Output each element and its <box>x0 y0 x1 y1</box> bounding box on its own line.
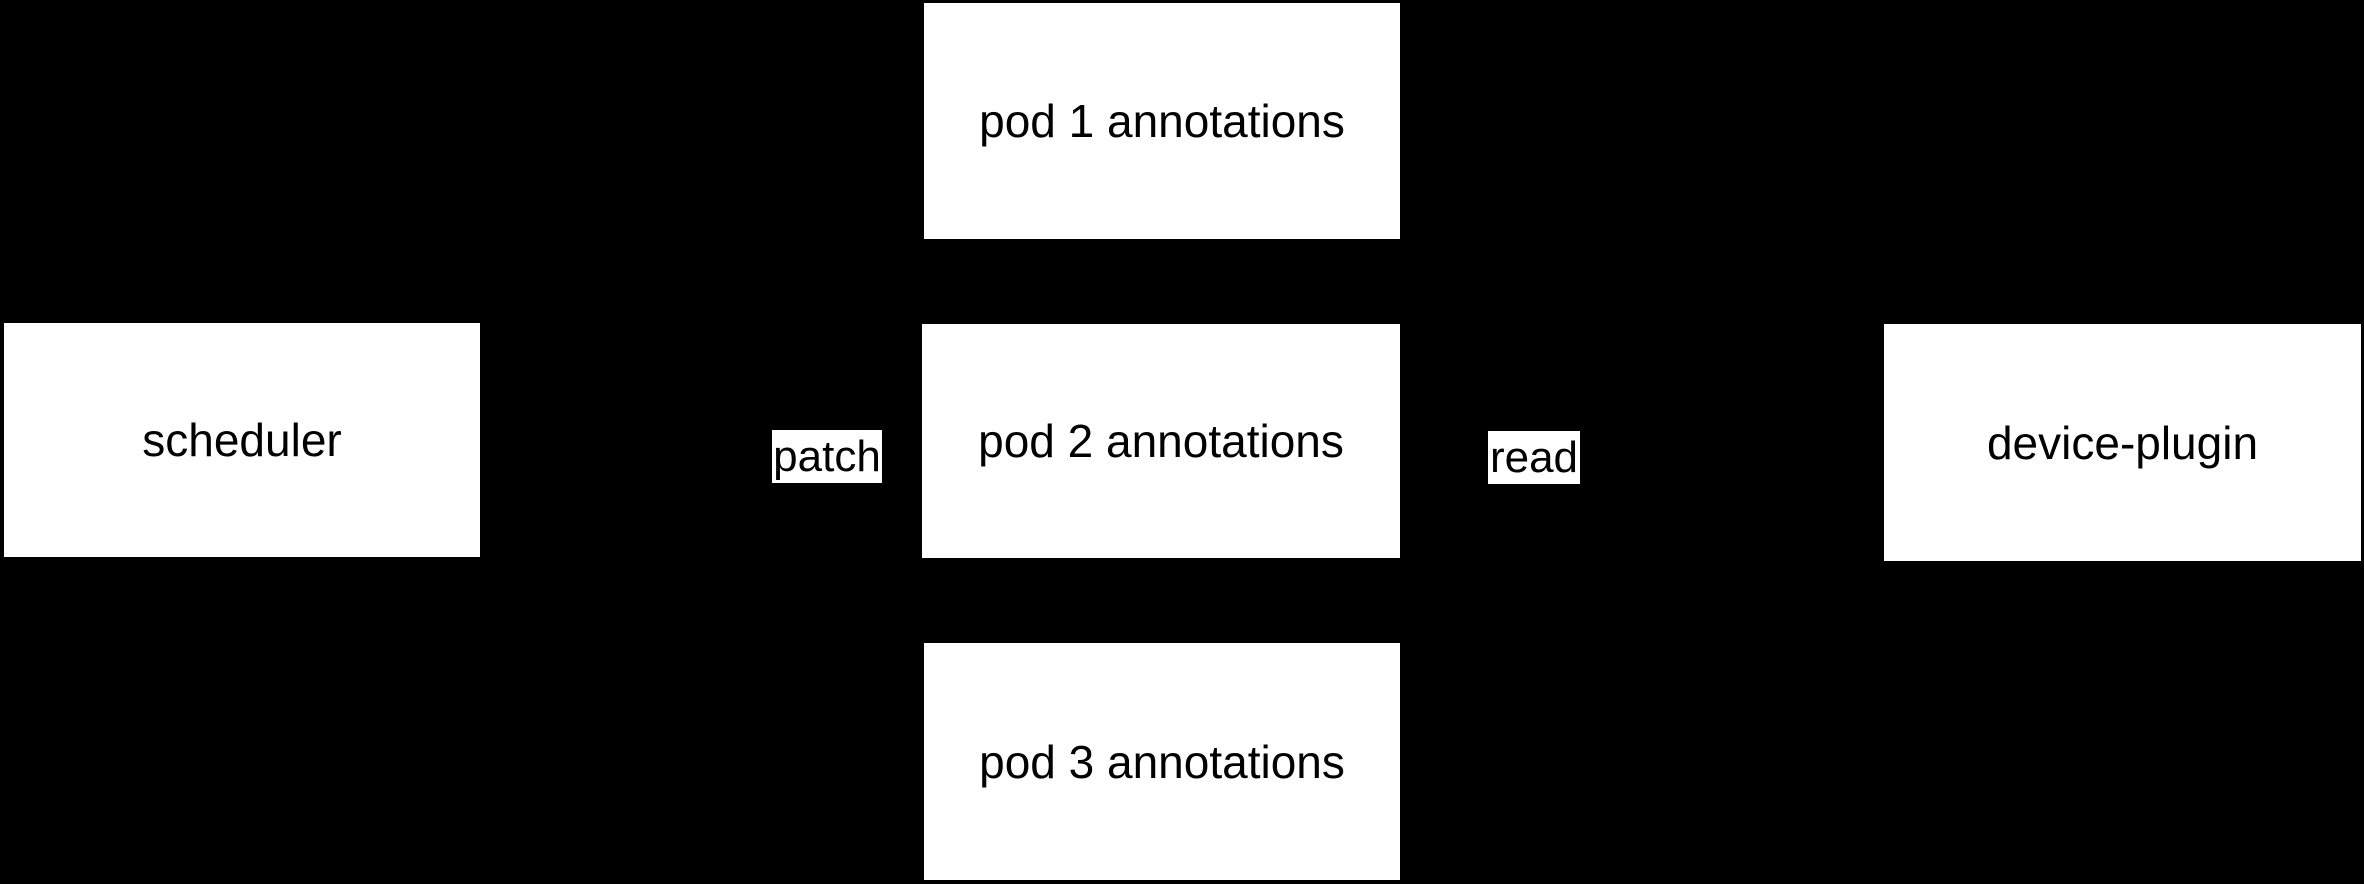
read-edge-label-text: read <box>1489 433 1579 482</box>
pod-3-annotations-node: pod 3 annotations <box>924 643 1400 880</box>
patch-edge-label-text: patch <box>773 432 881 481</box>
pod-2-annotations-node-label: pod 2 annotations <box>978 415 1344 467</box>
device-plugin-node: device-plugin <box>1884 324 2361 561</box>
pod-2-annotations-node: pod 2 annotations <box>922 324 1400 558</box>
scheduler-node-label: scheduler <box>142 414 342 466</box>
patch-edge-label: patch <box>772 430 882 483</box>
pod-3-annotations-node-label: pod 3 annotations <box>979 735 1345 788</box>
pod-1-annotations-node: pod 1 annotations <box>924 3 1400 239</box>
pod-1-annotations-node-label: pod 1 annotations <box>979 95 1345 147</box>
scheduler-node: scheduler <box>4 323 480 557</box>
read-edge-label: read <box>1488 431 1580 484</box>
device-plugin-node-label: device-plugin <box>1986 416 2259 469</box>
